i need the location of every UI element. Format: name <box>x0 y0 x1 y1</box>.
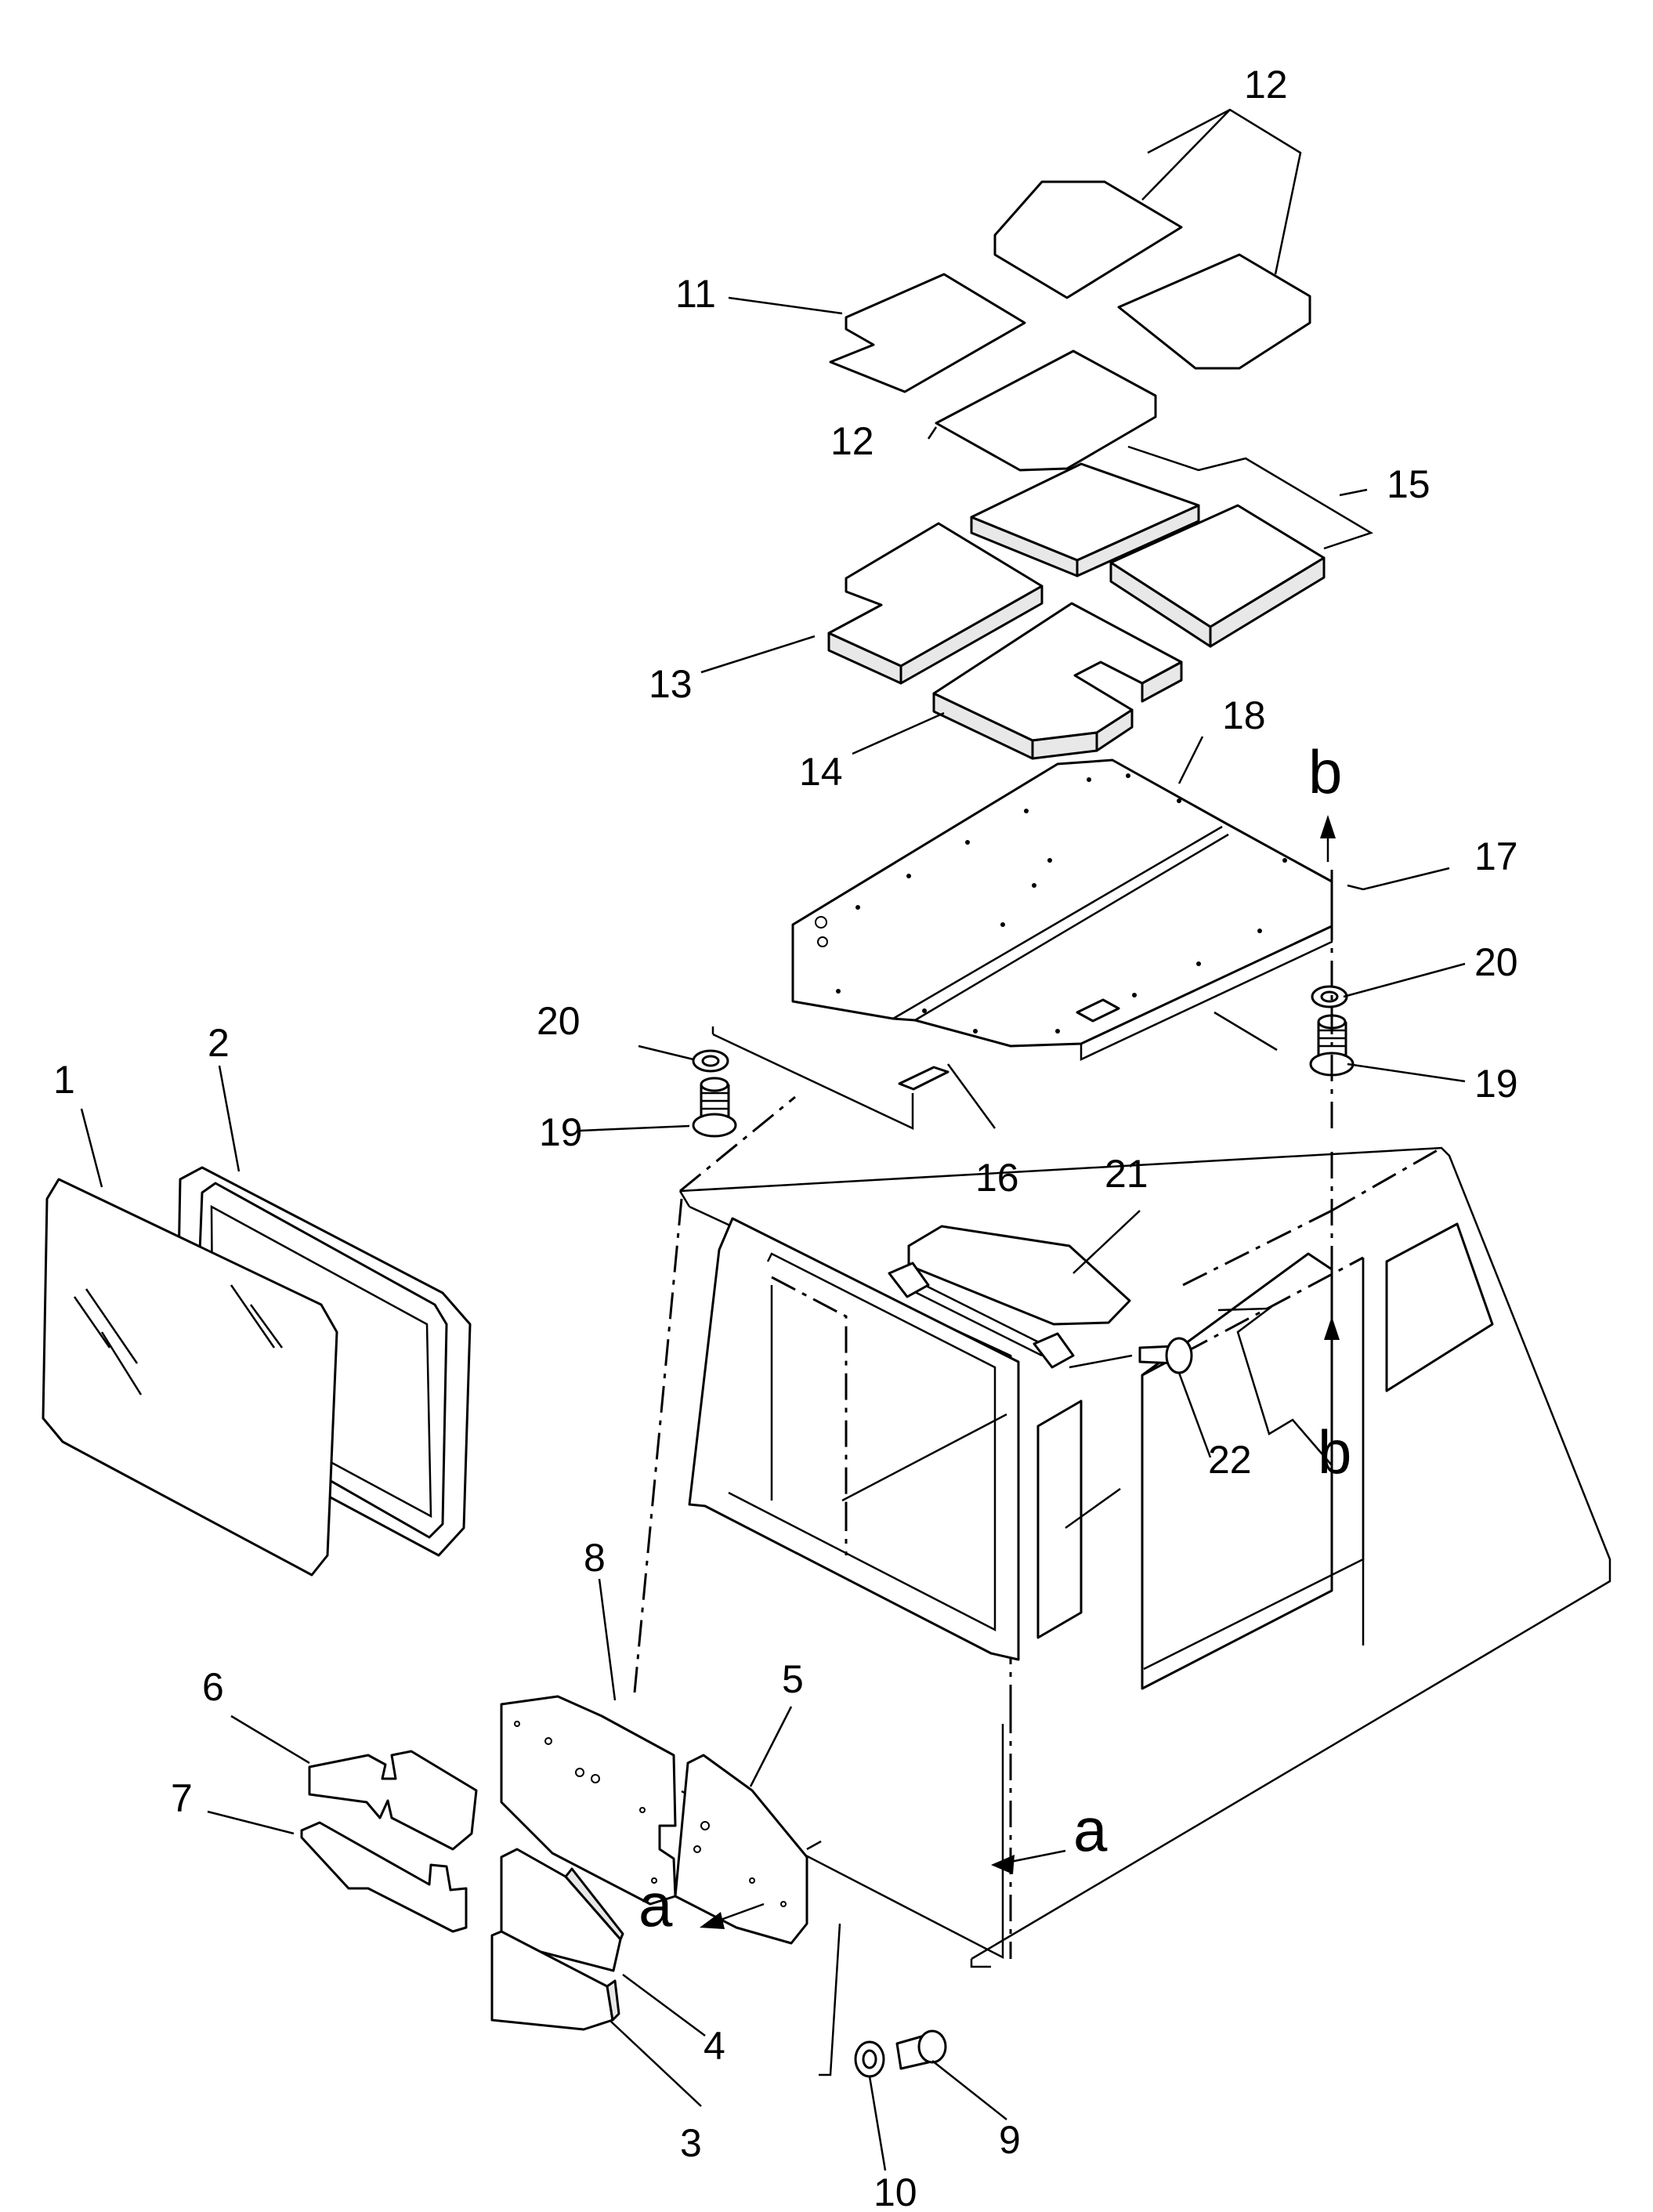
callout-10: 10 <box>874 2170 917 2212</box>
view-a-left: a <box>638 1870 673 1939</box>
callout-11: 11 <box>675 272 716 316</box>
callout-9: 9 <box>999 2118 1021 2162</box>
callout-8: 8 <box>584 1536 606 1580</box>
pad-4 <box>500 1848 624 1972</box>
window-glass-1 <box>42 1178 338 1577</box>
bolt-19-left <box>692 1077 737 1138</box>
callout-15: 15 <box>1387 462 1431 506</box>
washer-20-left <box>692 1049 729 1073</box>
view-a-right: a <box>1073 1795 1108 1864</box>
callout-4: 4 <box>704 2024 725 2068</box>
callout-22: 22 <box>1208 1438 1252 1482</box>
roof-mat-13 <box>827 522 1044 685</box>
callout-18: 18 <box>1222 693 1266 737</box>
callout-3: 3 <box>680 2121 702 2165</box>
bolt-9 <box>895 2029 947 2070</box>
sun-visor-21 <box>888 1225 1131 1369</box>
callout-12-mid: 12 <box>830 419 874 463</box>
view-b-side: b <box>1318 1417 1351 1486</box>
callout-17: 17 <box>1474 834 1518 878</box>
assembly-guide-lines <box>633 870 1333 1693</box>
washer-20-right <box>1311 985 1348 1008</box>
callout-5: 5 <box>782 1657 804 1701</box>
roof-mat-12-right-pair <box>993 180 1311 370</box>
callout-1: 1 <box>53 1058 75 1102</box>
washer-10 <box>854 2040 885 2078</box>
callout-13: 13 <box>649 662 693 706</box>
callout-19-right: 19 <box>1474 1062 1518 1106</box>
callout-20-right: 20 <box>1474 940 1518 984</box>
roof-plate <box>791 758 1333 1061</box>
callout-2: 2 <box>208 1021 230 1065</box>
callout-12-top: 12 <box>1244 63 1288 107</box>
roof-mat-15 <box>970 462 1326 648</box>
callout-7: 7 <box>171 1776 193 1820</box>
plate-8 <box>500 1695 677 1906</box>
bolt-19-right <box>1309 1014 1355 1077</box>
roof-mat-12-center <box>935 349 1157 472</box>
cab-body <box>678 1095 1611 1968</box>
leader-lines <box>80 108 1466 2171</box>
pad-3 <box>490 1930 620 2031</box>
pad-6 <box>308 1750 478 1851</box>
callout-16: 16 <box>975 1156 1019 1200</box>
callout-labels: 12 11 12 15 13 14 18 17 20 19 20 19 16 2… <box>53 63 1518 2212</box>
view-b-top: b <box>1308 737 1342 806</box>
view-arrows <box>700 815 1340 1929</box>
strip-16 <box>898 1066 949 1091</box>
callout-6: 6 <box>202 1665 224 1709</box>
plate-5 <box>674 1754 808 1945</box>
roof-mat-11 <box>829 273 1026 393</box>
callout-14: 14 <box>799 750 843 794</box>
callout-21: 21 <box>1105 1152 1148 1196</box>
roof-mat-14 <box>932 602 1183 760</box>
callout-20-left: 20 <box>537 999 581 1043</box>
callout-19-left: 19 <box>539 1110 583 1154</box>
pad-7 <box>300 1821 468 1933</box>
